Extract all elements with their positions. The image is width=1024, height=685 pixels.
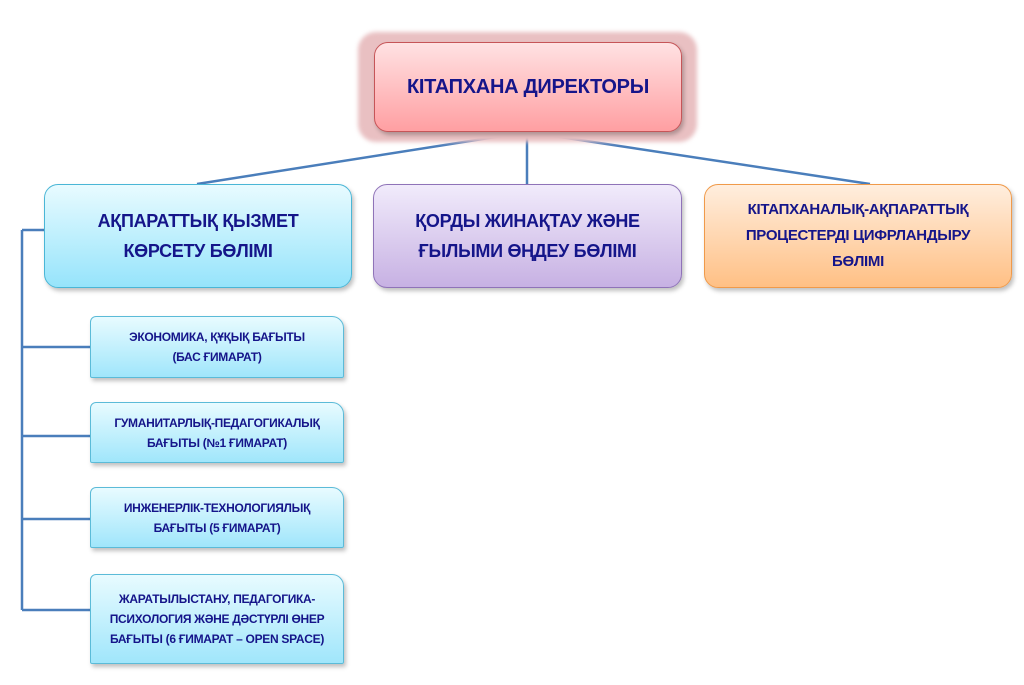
department-label: АҚПАРАТТЫҚ ҚЫЗМЕТ КӨРСЕТУ БӨЛІМІ <box>97 211 299 261</box>
department-box-collection: ҚОРДЫ ЖИНАҚТАУ ЖӘНЕ ҒЫЛЫМИ ӨҢДЕУ БӨЛІМІ <box>373 184 682 288</box>
subunit-label: ЖАРАТЫЛЫСТАНУ, ПЕДАГОГИКА-ПСИХОЛОГИЯ ЖӘН… <box>109 592 325 646</box>
director-box: КІТАПХАНА ДИРЕКТОРЫ <box>374 42 682 132</box>
subunit-box-economics: ЭКОНОМИКА, ҚҰҚЫҚ БАҒЫТЫ (БАС ҒИМАРАТ) <box>90 316 344 378</box>
department-label: ҚОРДЫ ЖИНАҚТАУ ЖӘНЕ ҒЫЛЫМИ ӨҢДЕУ БӨЛІМІ <box>415 211 640 261</box>
subunit-box-humanities: ГУМАНИТАРЛЫҚ-ПЕДАГОГИКАЛЫҚ БАҒЫТЫ (№1 ҒИ… <box>90 402 344 463</box>
department-box-digitization: КІТАПХАНАЛЫҚ-АҚПАРАТТЫҚ ПРОЦЕСТЕРДІ ЦИФР… <box>704 184 1012 288</box>
subunit-label: ЭКОНОМИКА, ҚҰҚЫҚ БАҒЫТЫ (БАС ҒИМАРАТ) <box>129 330 305 364</box>
department-label: КІТАПХАНАЛЫҚ-АҚПАРАТТЫҚ ПРОЦЕСТЕРДІ ЦИФР… <box>745 201 971 270</box>
subunit-label: ИНЖЕНЕРЛІК-ТЕХНОЛОГИЯЛЫҚ БАҒЫТЫ (5 ҒИМАР… <box>123 500 311 535</box>
subunit-box-natural-sciences: ЖАРАТЫЛЫСТАНУ, ПЕДАГОГИКА-ПСИХОЛОГИЯ ЖӘН… <box>90 574 344 664</box>
department-box-information-service: АҚПАРАТТЫҚ ҚЫЗМЕТ КӨРСЕТУ БӨЛІМІ <box>44 184 352 288</box>
subunit-label: ГУМАНИТАРЛЫҚ-ПЕДАГОГИКАЛЫҚ БАҒЫТЫ (№1 ҒИ… <box>114 415 320 450</box>
subunit-box-engineering: ИНЖЕНЕРЛІК-ТЕХНОЛОГИЯЛЫҚ БАҒЫТЫ (5 ҒИМАР… <box>90 487 344 548</box>
director-label: КІТАПХАНА ДИРЕКТОРЫ <box>406 75 649 98</box>
